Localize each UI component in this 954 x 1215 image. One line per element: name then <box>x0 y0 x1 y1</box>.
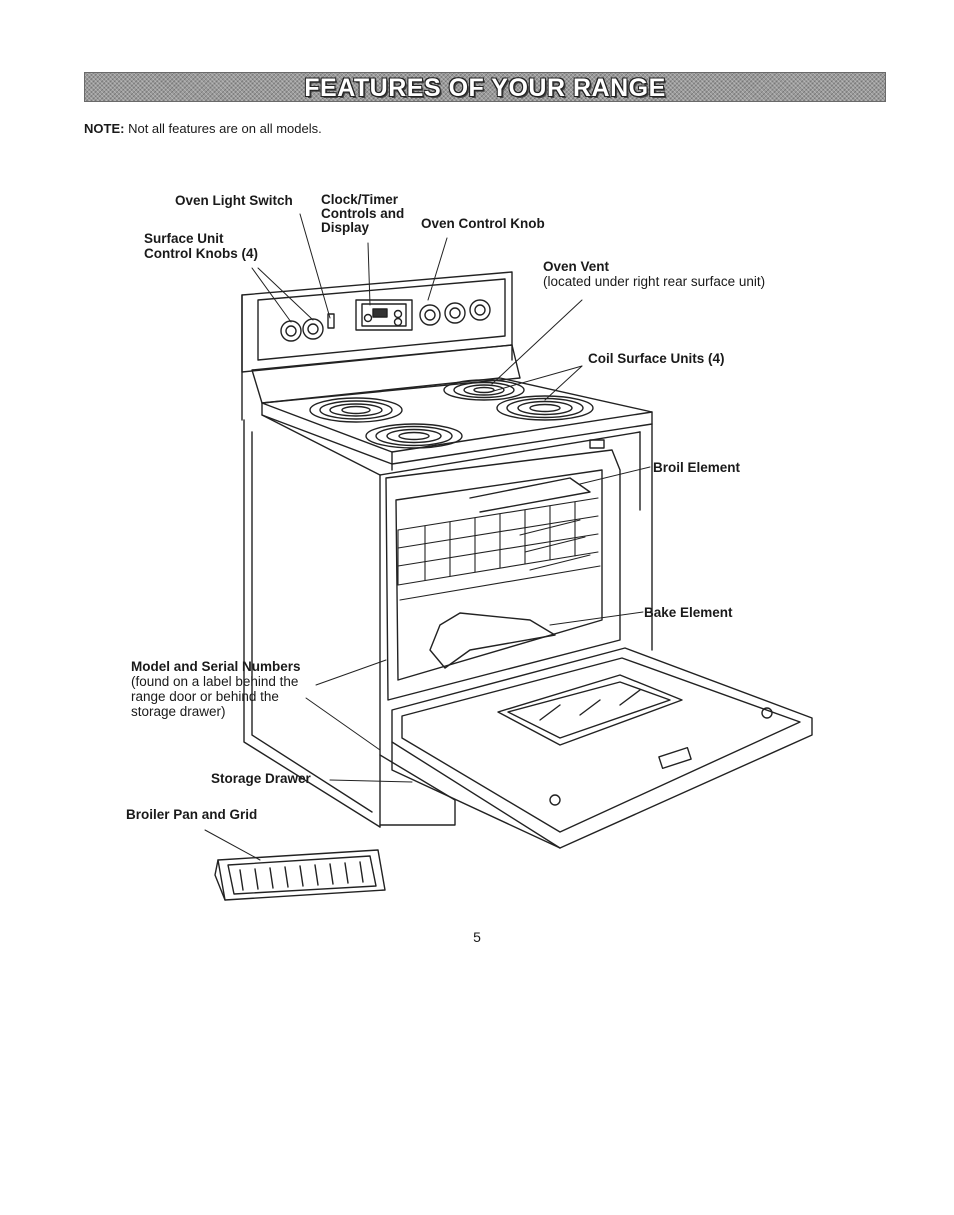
oven-cavity <box>385 449 621 701</box>
section-banner: FEATURES OF YOUR RANGE <box>84 72 886 102</box>
broil-element-icon <box>469 477 591 513</box>
oven-door <box>391 647 813 849</box>
bake-element-icon <box>429 612 556 669</box>
label-bake-element: Bake Element <box>644 605 733 620</box>
label-broil-element: Broil Element <box>653 460 741 475</box>
label-coil-surface-units: Coil Surface Units (4) <box>588 351 725 366</box>
label-model-serial: Model and Serial Numbers (found on a lab… <box>131 659 301 719</box>
section-title: FEATURES OF YOUR RANGE <box>304 74 666 102</box>
leader-lines <box>204 213 651 861</box>
clock-display-icon <box>355 299 413 331</box>
page-number: 5 <box>473 929 481 945</box>
oven-rack-icon <box>397 497 601 601</box>
coil-surface-unit-icon <box>309 379 594 449</box>
note: NOTE: Not all features are on all models… <box>84 121 322 136</box>
label-storage-drawer: Storage Drawer <box>211 771 311 786</box>
label-broiler-pan: Broiler Pan and Grid <box>126 807 258 822</box>
storage-drawer <box>379 754 456 826</box>
label-surface-unit-knobs: Surface Unit Control Knobs (4) <box>144 231 258 261</box>
cabinet-body <box>243 414 653 828</box>
broiler-pan-icon <box>214 849 386 901</box>
surface-knob-icon <box>280 299 491 342</box>
light-switch-icon <box>327 313 335 329</box>
label-oven-light-switch: Oven Light Switch <box>175 193 293 208</box>
label-oven-control-knob: Oven Control Knob <box>421 216 545 231</box>
note-text: Not all features are on all models. <box>128 121 322 136</box>
cooktop <box>251 344 653 471</box>
label-clock-timer: Clock/Timer Controls and Display <box>321 192 405 235</box>
note-label: NOTE: <box>84 121 125 136</box>
label-oven-vent: Oven Vent (located under right rear surf… <box>543 259 766 289</box>
